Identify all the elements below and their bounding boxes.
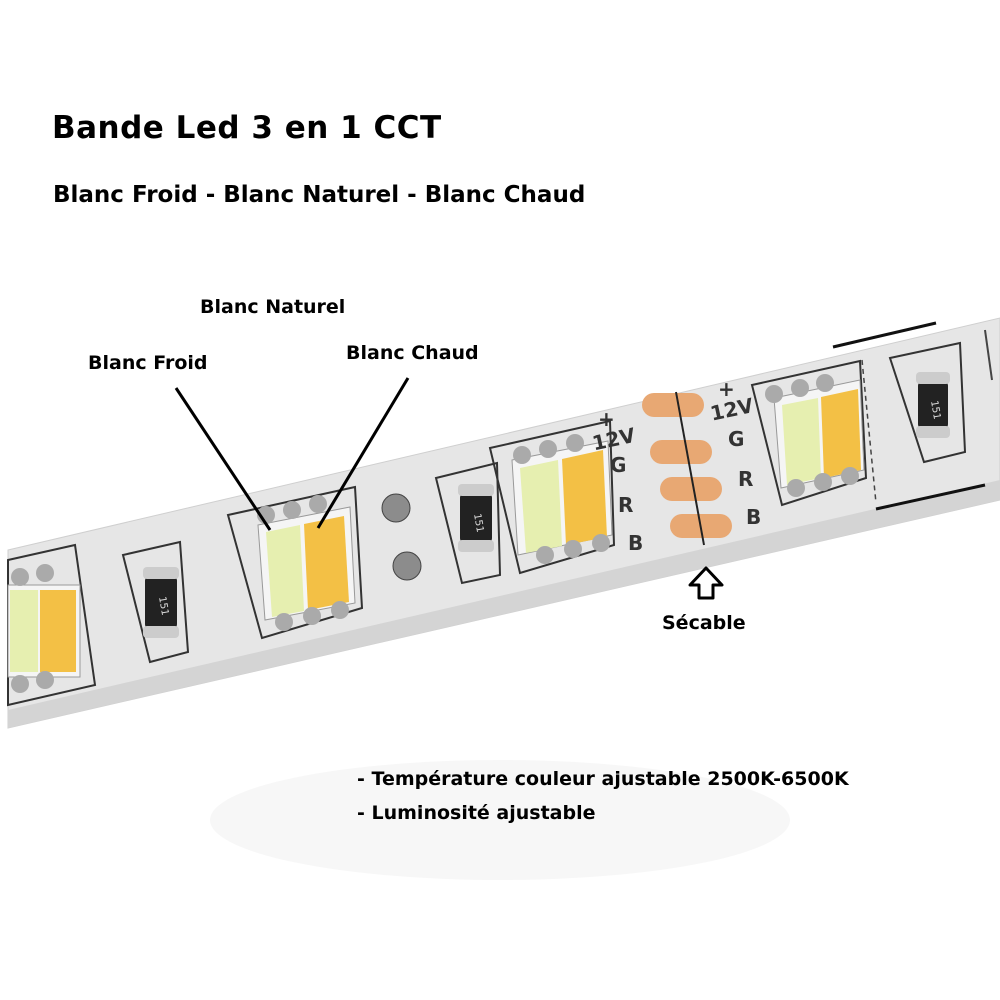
resistor-2 — [458, 484, 494, 552]
resistor-outline-3 — [888, 341, 967, 464]
pcb-plus-1: + — [598, 407, 615, 431]
led-2 — [511, 434, 613, 564]
label-blanc-naturel: Blanc Naturel — [200, 296, 346, 318]
resistor-outline-1 — [121, 540, 190, 664]
led-1 — [257, 495, 356, 631]
segment-mark-top — [832, 321, 937, 349]
pcb-plus-2: + — [718, 377, 735, 401]
page-subtitle: Blanc Froid - Blanc Naturel - Blanc Chau… — [53, 182, 586, 208]
pcb-b-2: B — [746, 505, 761, 529]
edge-outline — [984, 329, 993, 381]
label-secable: Sécable — [662, 612, 746, 634]
led-3 — [765, 374, 865, 497]
resistor-3 — [916, 372, 950, 438]
led-outline-2 — [488, 419, 616, 575]
segment-mark-bottom — [875, 483, 986, 511]
pcb-r-2: R — [738, 467, 753, 491]
label-blanc-froid: Blanc Froid — [88, 352, 208, 374]
via-2 — [392, 551, 422, 581]
resistor-3-text: 151 — [928, 400, 942, 421]
label-blanc-chaud: Blanc Chaud — [346, 342, 479, 364]
via-1 — [381, 493, 411, 523]
resistor-2-text: 151 — [471, 513, 485, 534]
pcb-g-1: G — [610, 453, 626, 477]
resistor-1 — [143, 567, 179, 638]
feature-item: - Luminosité ajustable — [357, 802, 596, 824]
strip-edge-shadow — [8, 480, 1000, 728]
led-outline-1 — [226, 485, 364, 640]
pointer-chaud — [316, 377, 410, 529]
resistor-outline-2 — [434, 461, 502, 585]
up-arrow-icon — [688, 566, 724, 600]
led-outline-3 — [750, 359, 868, 507]
resistor-1-text: 151 — [156, 596, 170, 617]
cut-line — [675, 391, 705, 546]
page-title: Bande Led 3 en 1 CCT — [52, 110, 442, 146]
pcb-b-1: B — [628, 531, 643, 555]
feature-item: - Température couleur ajustable 2500K-65… — [357, 768, 849, 790]
pcb-r-1: R — [618, 493, 633, 517]
segment-divider — [861, 359, 877, 504]
pointer-froid — [174, 387, 272, 531]
shadow-area — [210, 760, 790, 880]
led-0 — [7, 564, 81, 693]
pcb-g-2: G — [728, 427, 744, 451]
